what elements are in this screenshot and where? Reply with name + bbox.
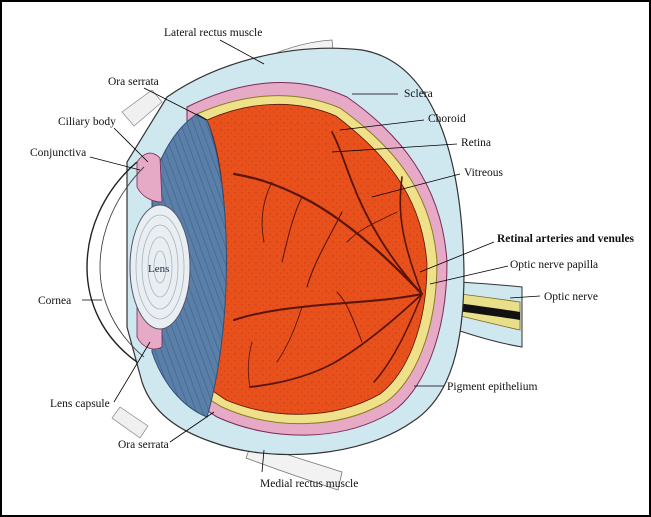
label-optic-nerve-papilla: Optic nerve papilla <box>510 259 598 271</box>
cornea <box>86 161 138 363</box>
ciliary-body-top <box>136 152 163 203</box>
label-sclera: Sclera <box>404 88 433 100</box>
label-ora-serrata-top: Ora serrata <box>108 76 159 88</box>
label-optic-nerve: Optic nerve <box>544 291 598 303</box>
label-lens: Lens <box>148 263 169 275</box>
label-medial-rectus-muscle: Medial rectus muscle <box>260 478 358 490</box>
label-retina: Retina <box>461 137 491 149</box>
muscle-stub-left-bottom <box>111 406 149 439</box>
cornea-inner <box>99 166 145 358</box>
lens <box>129 204 191 330</box>
retinal-vessels <box>232 131 424 388</box>
label-ciliary-body: Ciliary body <box>58 116 116 128</box>
label-lateral-rectus-muscle: Lateral rectus muscle <box>164 27 262 39</box>
label-lens-capsule: Lens capsule <box>50 398 110 410</box>
label-choroid: Choroid <box>428 113 466 125</box>
label-ora-serrata-bottom: Ora serrata <box>118 439 169 451</box>
muscle-stub-left-top <box>121 89 163 127</box>
label-conjunctiva: Conjunctiva <box>30 147 86 159</box>
label-pigment-epithelium: Pigment epithelium <box>447 381 537 393</box>
label-retinal-arteries-and-venules: Retinal arteries and venules <box>497 233 635 245</box>
label-vitreous: Vitreous <box>464 167 503 179</box>
leader-lines <box>82 39 541 473</box>
label-cornea: Cornea <box>38 295 71 307</box>
